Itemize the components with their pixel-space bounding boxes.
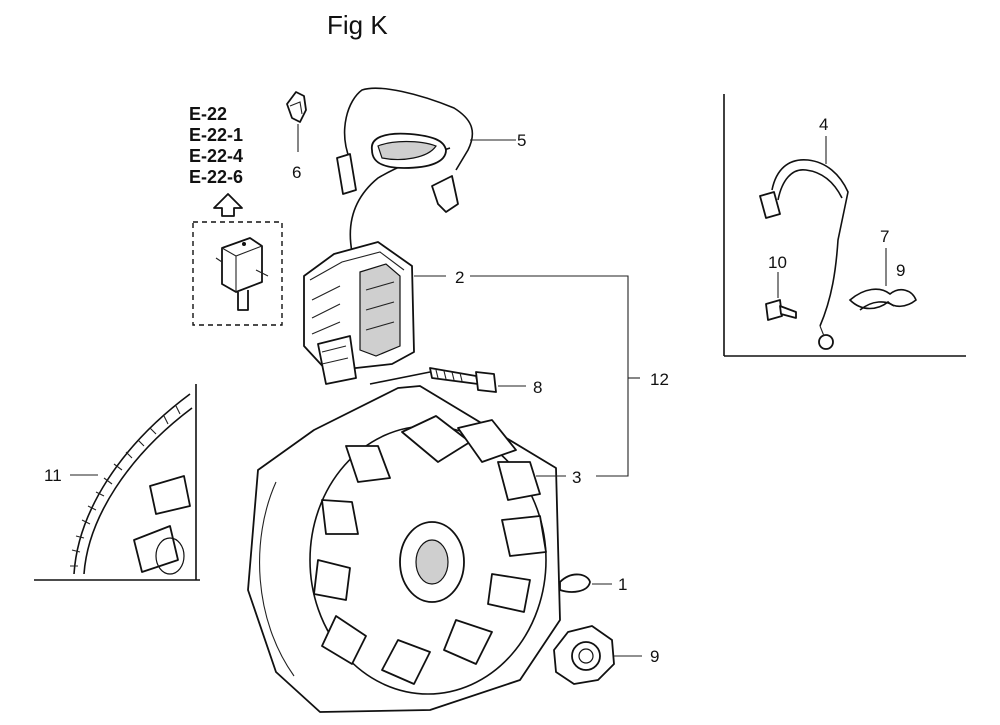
part-2-ignition-coil (303, 241, 446, 385)
ignition-module-variant (221, 237, 263, 293)
part-7-clamp (848, 248, 917, 311)
ground-lead-ring-terminal (818, 334, 834, 350)
reference-item: E-22-6 (189, 167, 243, 187)
callout-4: 4 (819, 115, 828, 134)
ground-lead-connector (759, 191, 781, 219)
part-9-nut (553, 625, 642, 685)
assembly-bracket (470, 275, 640, 477)
callout-10: 10 (768, 253, 787, 272)
reference-item: E-22-1 (189, 125, 243, 145)
callout-6: 6 (292, 163, 301, 182)
lead-terminal-bent (431, 175, 459, 213)
part-5-high-tension-lead (336, 87, 516, 253)
callout-3: 3 (572, 468, 581, 487)
part-10-screw (765, 272, 797, 321)
callout-2: 2 (455, 268, 464, 287)
part-1-key (559, 573, 612, 593)
reference-item: E-22 (189, 104, 227, 124)
callout-8: 8 (533, 378, 542, 397)
detail-panel-frame (723, 94, 966, 357)
part-3-flywheel (247, 385, 566, 713)
callout-7: 7 (880, 227, 889, 246)
part-6-clip (286, 91, 307, 152)
reference-list: E-22 E-22-1 E-22-4 E-22-6 (189, 104, 243, 187)
reference-arrow-icon (213, 193, 243, 217)
variant-inset (192, 221, 283, 326)
callout-1: 1 (618, 575, 627, 594)
reference-item: E-22-4 (189, 146, 243, 166)
part-11-ring-gear (34, 384, 200, 581)
callout-11: 11 (44, 466, 62, 485)
callout-9: 9 (650, 647, 659, 666)
part-4-ground-lead (759, 136, 849, 350)
callout-5: 5 (517, 131, 526, 150)
callout-9-detail: 9 (896, 261, 905, 280)
figure-title: Fig K (327, 10, 388, 40)
lead-terminal (336, 153, 357, 195)
inset-dashed-frame (192, 221, 283, 326)
module-stem (237, 290, 249, 311)
part-8-bolt (369, 367, 526, 393)
callout-12: 12 (650, 370, 669, 389)
